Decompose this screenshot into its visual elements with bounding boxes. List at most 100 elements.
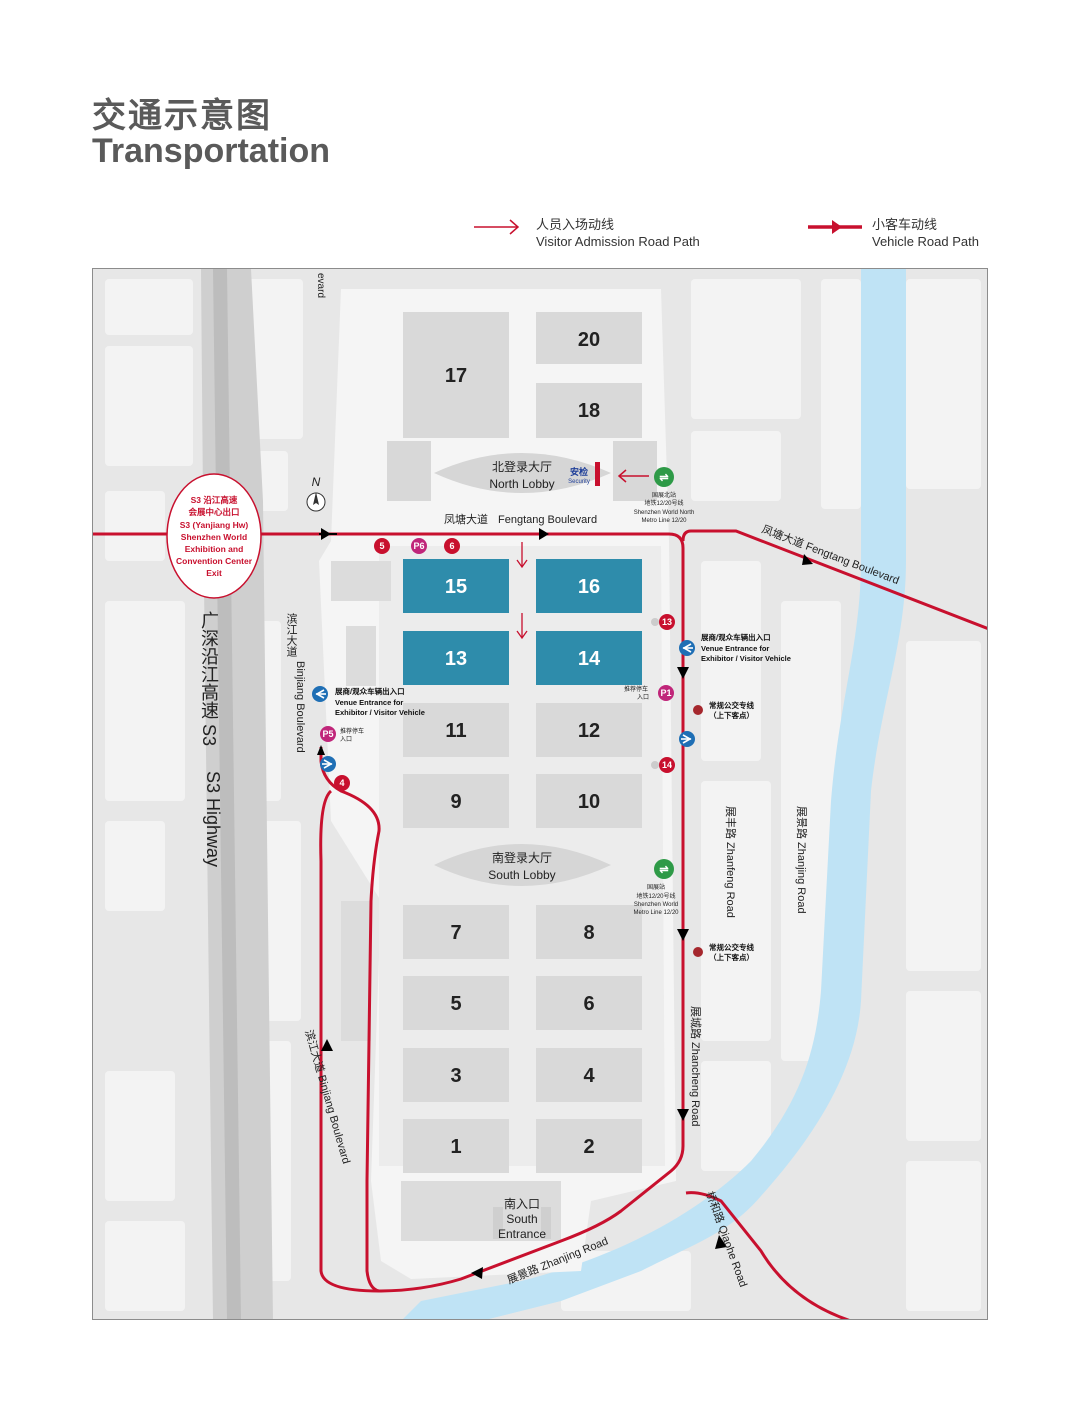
visitor-path-arrows (516, 542, 528, 640)
hall-5 (403, 976, 509, 1030)
south-lobby-en: South Lobby (488, 868, 555, 882)
north-lobby (434, 453, 611, 493)
hall-11 (403, 703, 509, 757)
highway-cn: 广深沿江高速 S3 (199, 611, 219, 746)
parking-p1-cn2: 入口 (637, 694, 649, 701)
north-lobby-cn: 北登录大厅 (492, 459, 552, 474)
transportation-map: 17 20 18 15 16 13 14 11 12 9 10 7 8 5 6 … (92, 268, 988, 1320)
road-top-fragment: evard (315, 273, 326, 298)
hall-17 (403, 312, 509, 438)
legend-vehicle-en: Vehicle Road Path (872, 234, 979, 249)
road-binjiang-en: Binjiang Boulevard (294, 661, 306, 753)
hall-label: 16 (578, 576, 600, 598)
metro-south-icon (654, 859, 674, 879)
metro-north-l4: Metro Line 12/20 (641, 518, 687, 524)
metro-north-l2: 地铁12/20号线 (644, 499, 683, 507)
gate-13-label: 13 (662, 617, 672, 627)
exit-l1: S3 沿江高速 (191, 495, 238, 505)
north-lobby-en: North Lobby (489, 477, 554, 491)
gate-14-label: 14 (662, 760, 672, 770)
hall-label: 6 (583, 993, 594, 1015)
hall-label: 12 (578, 720, 600, 742)
metro-north-l1: 国展北站 (652, 491, 676, 499)
road-zhancheng: 展城路 Zhancheng Road (689, 1006, 702, 1126)
hall-label: 2 (583, 1136, 594, 1158)
venue-entrance-west-en2: Exhibitor / Visitor Vehicle (335, 708, 425, 717)
hall-16 (536, 559, 642, 613)
hall-1 (403, 1119, 509, 1173)
hall-10 (536, 774, 642, 828)
page-title-en: Transportation (92, 132, 331, 170)
vehicle-path-legend-icon (808, 220, 862, 234)
metro-south-l4: Metro Line 12/20 (633, 910, 679, 916)
gate-5-marker (374, 538, 390, 554)
parking-p1-label: P1 (660, 688, 671, 698)
svg-text:⇌: ⇌ (659, 472, 668, 484)
metro-south-l3: Shenzhen World (634, 902, 678, 908)
exit-l6: Convention Center (176, 556, 253, 566)
hall-label: 14 (578, 648, 601, 670)
gate-4-marker (334, 775, 350, 791)
venue-entrance-east-cn: 展商/观众车辆出入口 (700, 632, 771, 642)
hall-label: 4 (583, 1065, 595, 1087)
gate-6-label: 6 (449, 541, 454, 551)
security-cn: 安检 (570, 466, 588, 477)
hall-18 (536, 383, 642, 438)
parking-p1-marker (658, 685, 674, 701)
exit-l4: Shenzhen World (181, 532, 247, 542)
hall-label: 3 (450, 1065, 461, 1087)
bus-stop-north-sub: （上下客点） (709, 710, 754, 720)
bus-stop-north-icon (693, 705, 703, 715)
visitor-path-legend-icon (474, 219, 520, 235)
hall-9 (403, 774, 509, 828)
south-lobby-cn: 南登录大厅 (492, 850, 552, 865)
venue-entrance-east-en1: Venue Entrance for (701, 644, 769, 653)
svg-text:⇌: ⇌ (659, 864, 668, 876)
south-entrance-cn: 南入口 (504, 1196, 540, 1211)
gate-6-marker (444, 538, 460, 554)
road-fengtang-en: Fengtang Boulevard (498, 514, 597, 526)
hall-label: 13 (445, 648, 467, 670)
gate-14-marker (659, 757, 675, 773)
road-zhanjing-east: 展景路 Zhanjing Road (795, 806, 808, 914)
metro-north-l3: Shenzhen World North (634, 510, 695, 516)
hall-6 (536, 976, 642, 1030)
exhibition-halls (403, 312, 642, 1173)
gate-13-marker (659, 614, 675, 630)
south-entrance-en1: South (506, 1212, 537, 1226)
bus-stop-south-cn: 常规公交专线 (709, 942, 754, 952)
legend-visitor-cn: 人员入场动线 (536, 217, 615, 232)
security-en: Security (568, 479, 590, 485)
hall-3 (403, 1048, 509, 1102)
legend-visitor-en: Visitor Admission Road Path (536, 234, 700, 249)
hall-label: 17 (445, 365, 467, 387)
parking-p5-cn1: 推荐停车 (340, 727, 364, 735)
south-lobby (434, 844, 611, 886)
gate-5-label: 5 (379, 541, 384, 551)
page-title-cn: 交通示意图 (92, 97, 272, 135)
route-arrows (317, 528, 813, 1279)
parking-p6-label: P6 (413, 541, 424, 551)
hall-label: 9 (450, 791, 461, 813)
hall-label: 15 (445, 576, 467, 598)
hall-15 (403, 559, 509, 613)
metro-south-l1: 国展站 (647, 883, 665, 891)
parking-p5-marker (320, 726, 336, 742)
security-gate (595, 462, 600, 486)
legend-visitor: 人员入场动线 Visitor Admission Road Path (536, 216, 700, 250)
road-fengtang-cn: 凤塘大道 (444, 512, 488, 526)
compass-label: N (312, 475, 321, 489)
exit-l5: Exhibition and (185, 544, 244, 554)
hall-label: 7 (450, 922, 461, 944)
bus-stop-south-sub: （上下客点） (709, 952, 754, 962)
exit-l2: 会展中心出口 (187, 507, 239, 517)
hall-label: 18 (578, 400, 600, 422)
hall-label: 1 (450, 1136, 461, 1158)
legend-vehicle: 小客车动线 Vehicle Road Path (872, 216, 979, 250)
highway-en: S3 Highway (203, 771, 223, 867)
venue-entrance-west-en1: Venue Entrance for (335, 698, 403, 707)
venue-entrance-east-en2: Exhibitor / Visitor Vehicle (701, 654, 791, 663)
parking-p5-cn2: 入口 (340, 736, 352, 743)
exit-l3: S3 (Yanjiang Hw) (180, 520, 249, 530)
gate-4-label: 4 (339, 778, 344, 788)
